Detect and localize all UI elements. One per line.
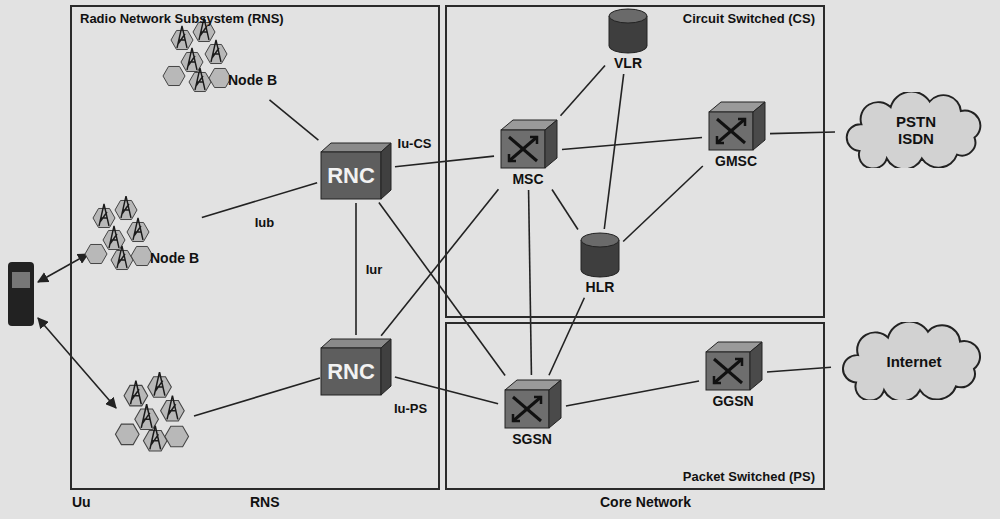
link-line — [604, 74, 623, 229]
link-line — [549, 298, 584, 376]
node-label: MSC — [512, 170, 543, 187]
region-heading: Packet Switched (PS) — [683, 469, 815, 484]
interface-label: Iu-CS — [396, 136, 434, 151]
node-label: VLR — [614, 54, 642, 71]
database-node: VLR — [607, 8, 649, 71]
link-line — [561, 65, 605, 115]
link-line — [767, 367, 831, 372]
switch-icon — [702, 340, 764, 392]
network-cloud: Internet — [834, 322, 994, 400]
database-icon — [579, 232, 621, 278]
network-region: Packet Switched (PS) SGSN GGSN — [445, 322, 825, 490]
node-label: Internet — [886, 353, 941, 370]
link-line — [566, 381, 699, 406]
node-label: RNC — [327, 163, 375, 189]
interface-label: Iu-PS — [392, 401, 429, 416]
mobile-phone — [8, 262, 34, 326]
node-b-cell: Node B — [82, 196, 199, 276]
link-line — [379, 202, 505, 375]
area-label: RNS — [250, 494, 280, 510]
node-label: HLR — [586, 278, 615, 295]
switch-node: GMSC — [705, 100, 767, 169]
rnc-box: RNC — [320, 142, 392, 200]
switch-icon — [497, 118, 559, 170]
network-region: Circuit Switched (CS) MSC VLR GMSC HLR — [445, 5, 825, 318]
node-b-cell: Node B — [160, 18, 277, 98]
switch-node: SGSN — [501, 378, 563, 447]
cell-cluster — [82, 196, 156, 276]
region-heading: Circuit Switched (CS) — [683, 11, 815, 26]
radio-link — [38, 318, 116, 408]
node-label: GGSN — [712, 392, 753, 409]
switch-icon — [705, 100, 767, 152]
network-cloud: PSTN ISDN — [838, 92, 994, 168]
cell-cluster — [115, 372, 188, 451]
node-label: Node B — [150, 250, 199, 266]
link-line — [269, 100, 318, 140]
node-label: PSTN ISDN — [888, 113, 944, 147]
link-line — [770, 132, 835, 134]
link-line — [552, 190, 578, 230]
interface-label: Iur — [364, 262, 385, 277]
network-region: Radio Network Subsystem (RNS) Node B RNC No… — [70, 5, 440, 490]
link-line — [562, 137, 702, 149]
region-heading: Radio Network Subsystem (RNS) — [80, 11, 284, 26]
iub-link — [194, 378, 320, 416]
database-node: HLR — [579, 232, 621, 295]
rnc-box: RNC — [320, 338, 392, 396]
area-label: Core Network — [600, 494, 691, 510]
link-line — [623, 166, 703, 242]
node-label: SGSN — [512, 430, 552, 447]
switch-icon — [501, 378, 563, 430]
link-line — [355, 203, 357, 335]
node-label: Node B — [228, 72, 277, 88]
phone-screen — [12, 272, 30, 288]
interface-label: Iub — [253, 215, 277, 230]
radio-link — [38, 254, 88, 282]
node-label: RNC — [327, 359, 375, 385]
node-label: GMSC — [715, 152, 757, 169]
link-line — [529, 190, 532, 375]
database-icon — [607, 8, 649, 54]
cell-cluster — [160, 18, 234, 98]
switch-node: MSC — [497, 118, 559, 187]
link-line — [202, 183, 317, 218]
switch-node: GGSN — [702, 340, 764, 409]
area-label: Uu — [72, 494, 91, 510]
